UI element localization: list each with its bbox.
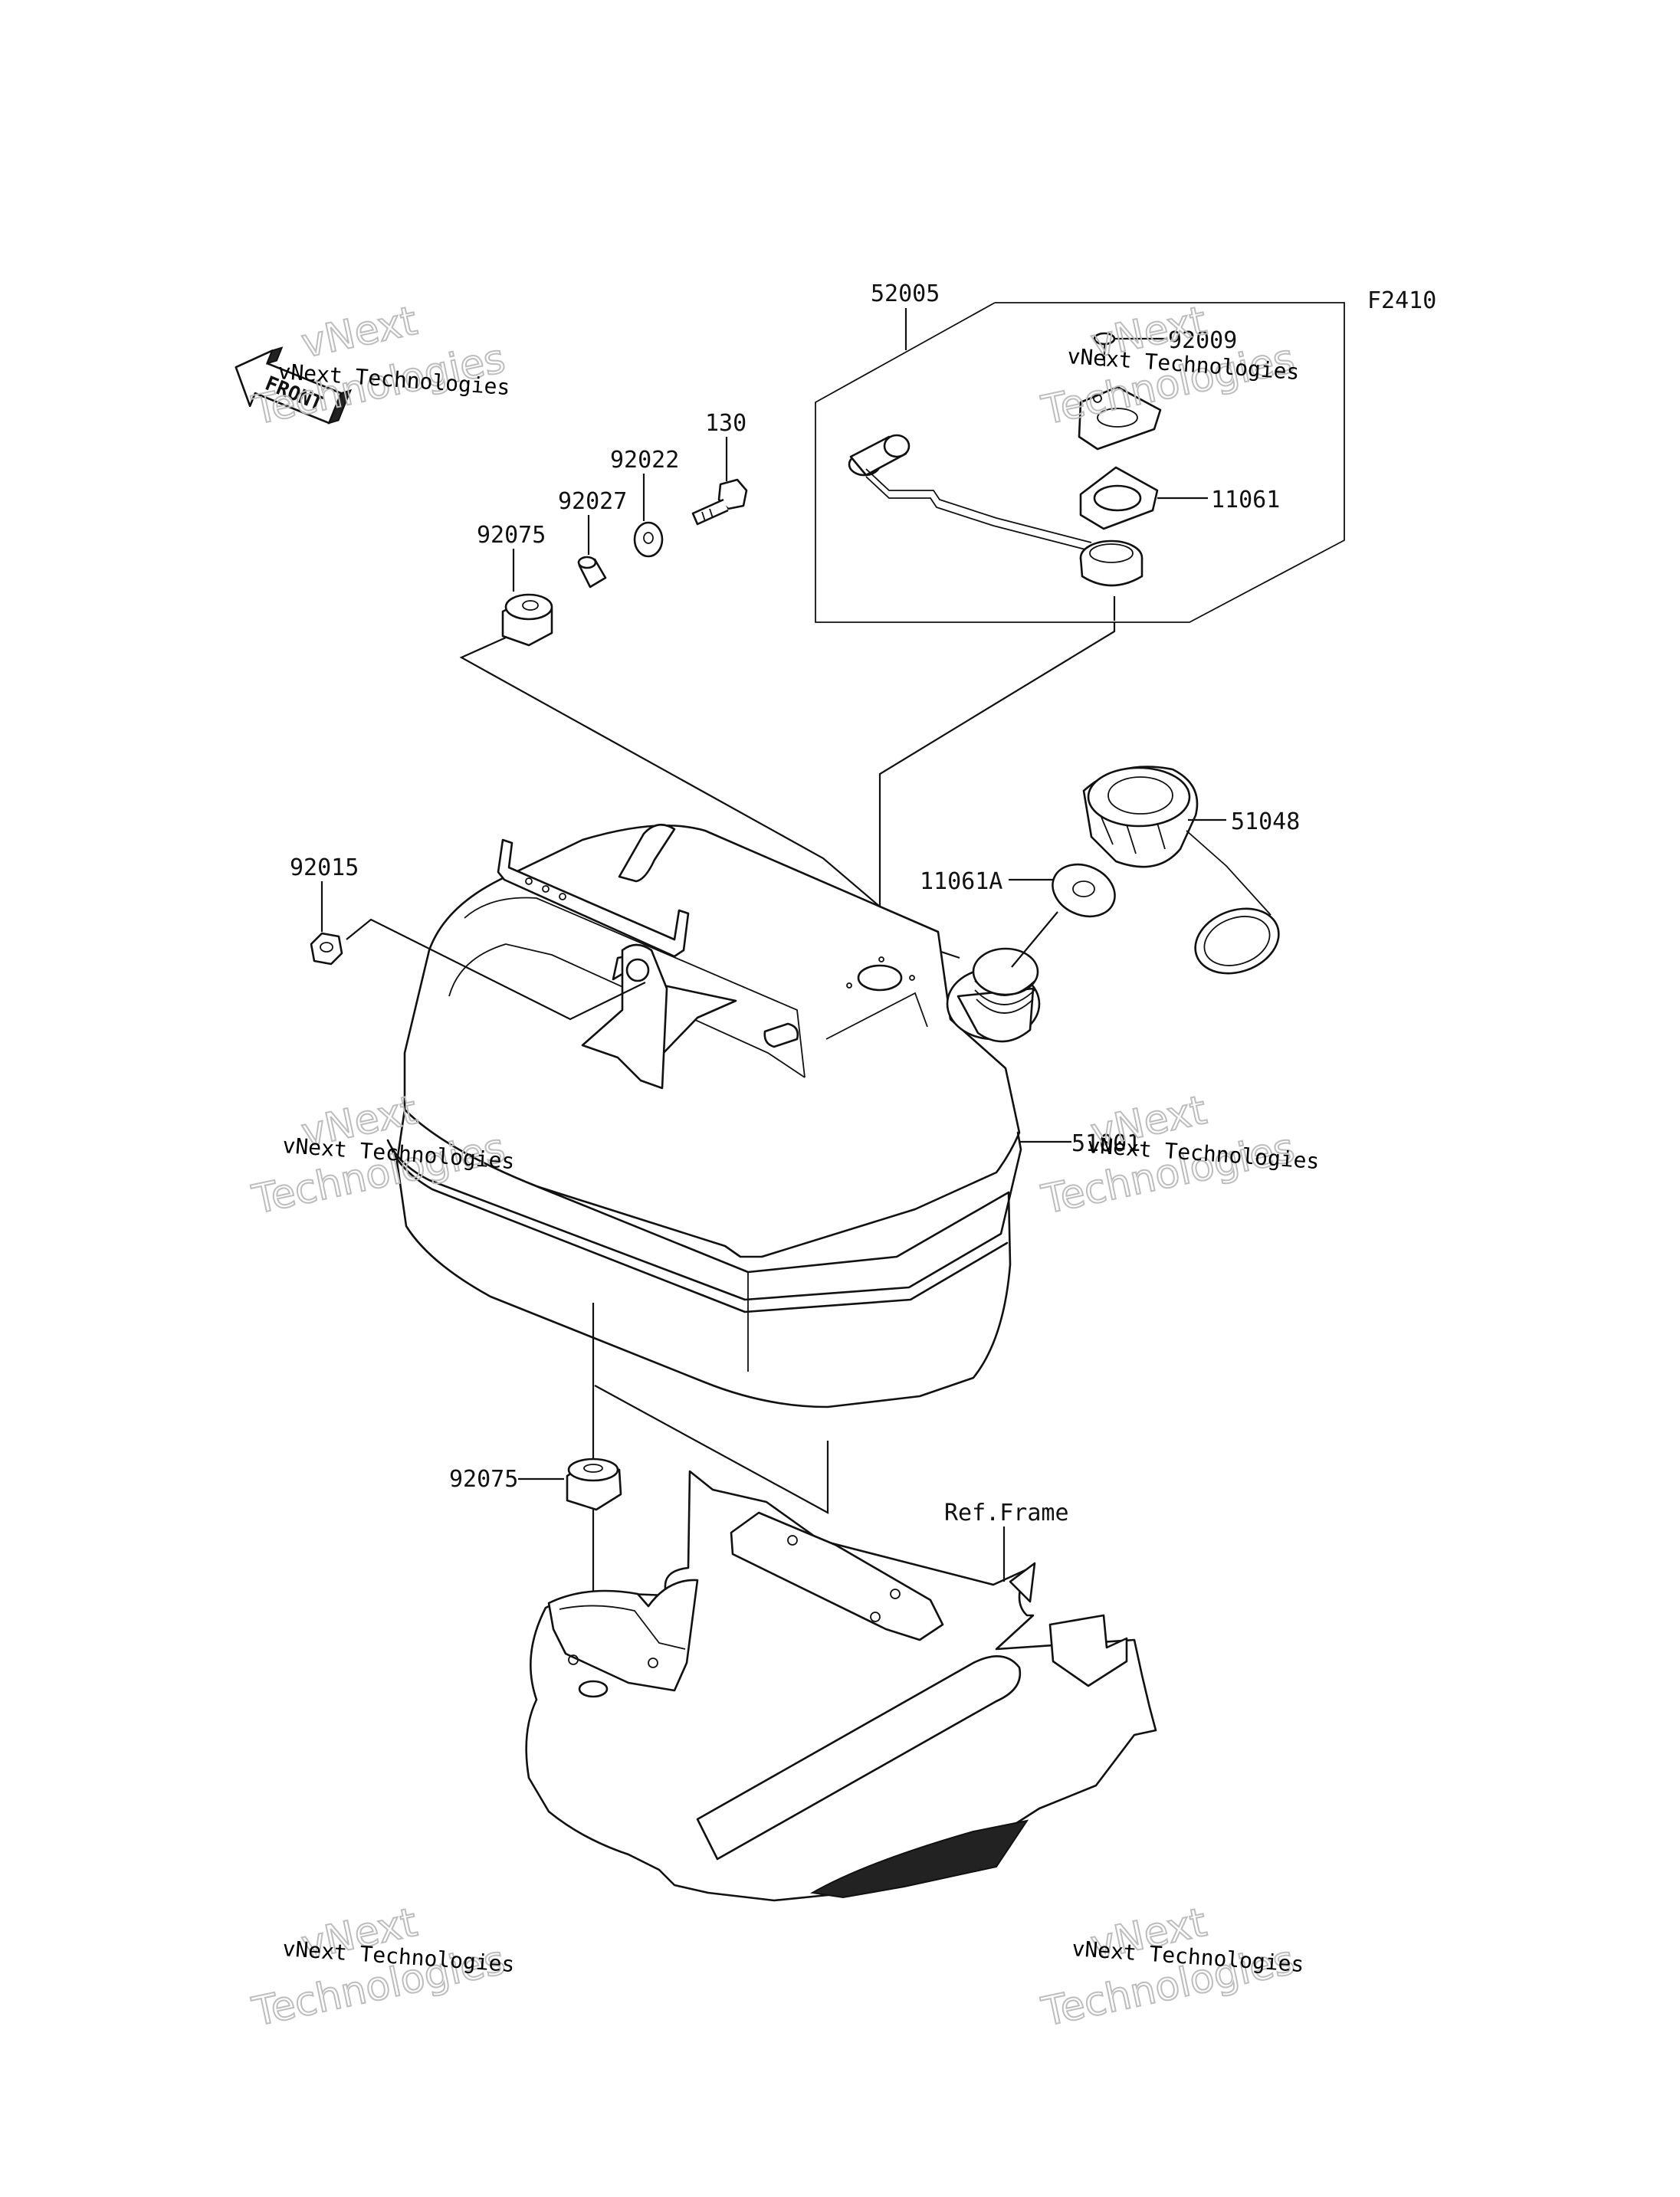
fuel-cap-51048-icon: [1082, 766, 1280, 975]
part-label-130: 130: [705, 410, 746, 437]
part-label-92022: 92022: [610, 447, 679, 474]
fuel-tank-51001-icon: [386, 823, 1041, 1408]
part-label-52005: 52005: [871, 280, 940, 307]
gasket-11061A-icon: [1052, 863, 1116, 918]
part-label-92075-bottom: 92075: [449, 1466, 518, 1493]
collar-92027-icon: [577, 556, 607, 589]
part-label-51001: 51001: [1071, 1130, 1140, 1157]
part-label-51048: 51048: [1231, 808, 1300, 835]
part-label-92075-top: 92075: [477, 522, 546, 549]
frame-reference-icon: [525, 1470, 1157, 1902]
bolt-130-icon: [691, 478, 748, 526]
grommet-92075-top-icon: [501, 593, 553, 647]
sender-unit-assembly-box: [815, 302, 1345, 623]
fuel-sender-float-icon: [848, 434, 1144, 587]
part-label-11061A: 11061A: [920, 868, 1002, 895]
part-label-92015: 92015: [290, 854, 359, 881]
figure-code: F2410: [1367, 287, 1436, 314]
washer-92022-icon: [633, 521, 664, 558]
nut-92015-icon: [310, 932, 343, 966]
cover-plate-icon: [1078, 385, 1162, 451]
front-arrow-icon: FRONT: [235, 346, 353, 425]
part-label-11061: 11061: [1211, 487, 1280, 513]
part-label-92009: 92009: [1168, 327, 1237, 354]
screw-92009-icon: [1093, 332, 1116, 366]
grommet-92075-bottom-icon: [566, 1458, 622, 1511]
part-label-92027: 92027: [558, 488, 627, 515]
ref-frame-label: Ref.Frame: [944, 1500, 1069, 1526]
gasket-11061-icon: [1079, 466, 1159, 530]
